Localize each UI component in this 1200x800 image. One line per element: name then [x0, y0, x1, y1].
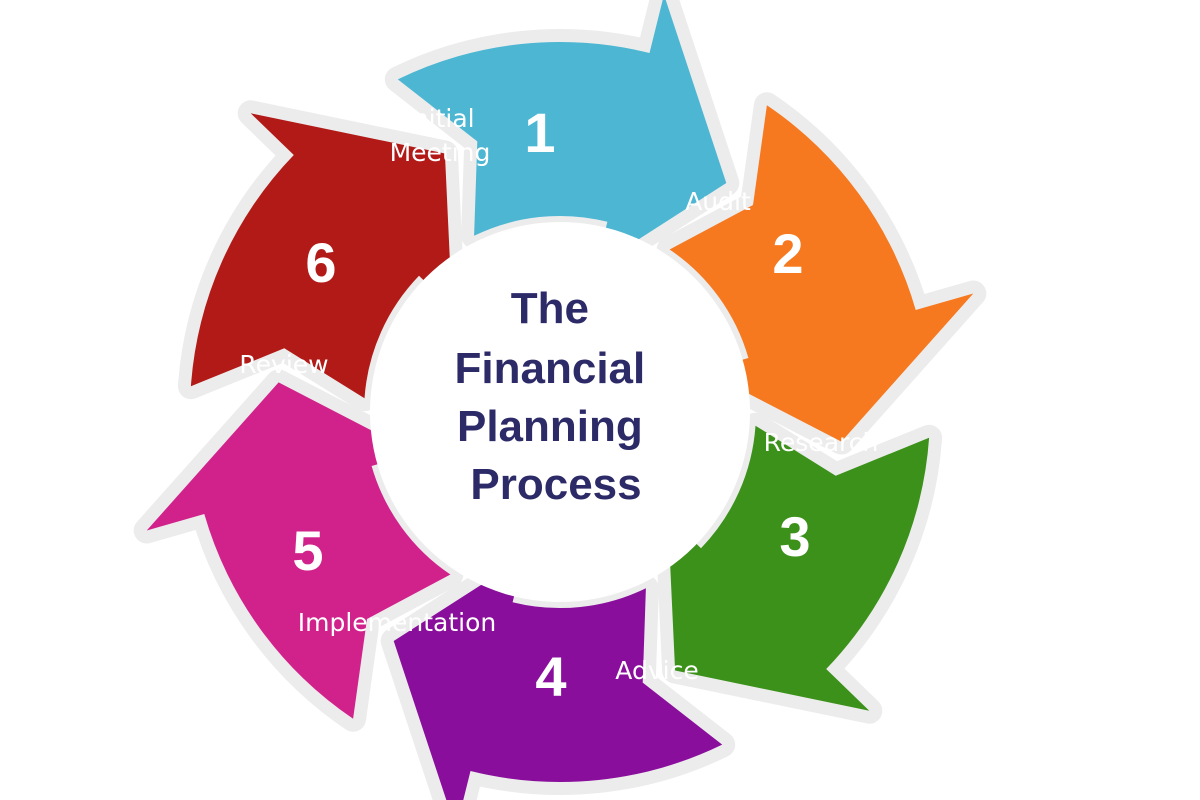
step-number-6: 6: [305, 231, 336, 294]
step-number-1: 1: [524, 101, 555, 164]
title-line-4: Process: [470, 460, 641, 509]
arrow-step-1: [190, 113, 453, 399]
step-label-3-line-1: Research: [764, 428, 879, 457]
step-label-6: Review: [239, 350, 328, 379]
step-label-4-line-1: Advice: [615, 656, 698, 685]
arrow-segments: [146, 0, 974, 800]
arrow-step-4: [667, 425, 930, 711]
step-label-4: Advice: [615, 656, 698, 685]
step-label-2-line-1: Audit: [685, 187, 751, 216]
step-label-5: Implementation: [298, 608, 497, 637]
step-label-1-line-2: Meeting: [390, 138, 491, 167]
step-label-2: Audit: [685, 187, 751, 216]
step-number-2: 2: [772, 222, 803, 285]
arrow-step-2: [397, 0, 727, 267]
title-line-2: Financial: [455, 344, 646, 393]
center-hub: [370, 222, 750, 602]
step-number-3: 3: [779, 505, 810, 568]
step-label-6-line-1: Review: [239, 350, 328, 379]
step-number-5: 5: [292, 519, 323, 582]
center-title: The Financial Planning Process: [455, 284, 658, 509]
title-line-3: Planning: [457, 402, 643, 451]
step-label-1-line-1: Initial: [405, 104, 474, 133]
step-label-5-line-1: Implementation: [298, 608, 497, 637]
arrow-step-5: [393, 557, 723, 800]
step-number-4: 4: [535, 645, 566, 708]
title-line-1: The: [511, 284, 589, 333]
arrow-step-6: [146, 382, 451, 719]
arrow-step-3: [669, 105, 974, 442]
step-label-3: Research: [764, 428, 879, 457]
